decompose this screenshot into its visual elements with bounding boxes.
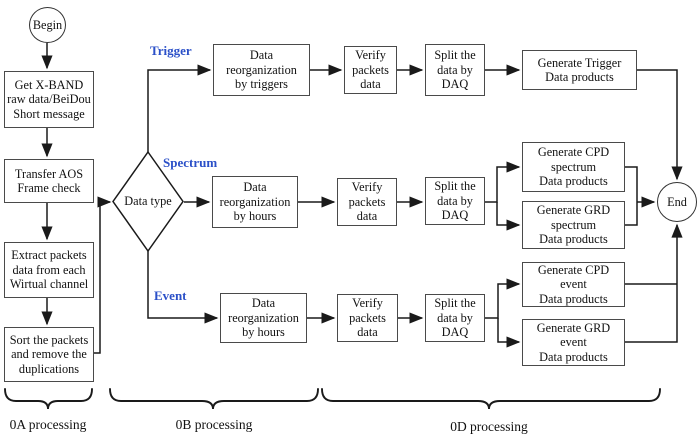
edge-spectrum-split-to-grd [496,202,521,231]
node-get-xband-label: Get X-BAND raw data/BeiDou Short message [7,77,91,121]
node-generate-grd-event: Generate GRD event Data products [522,319,625,366]
node-spectrum-split: Split the data by DAQ [425,177,485,225]
branch-label-trigger: Trigger [150,43,192,58]
node-generate-grd-event-label: Generate GRD event Data products [536,320,611,364]
node-event-reorg: Data reorganization by hours [220,293,307,343]
node-begin: Begin [29,7,66,43]
node-event-split-label: Split the data by DAQ [434,296,476,340]
edge-event-split-to-grd [497,318,521,348]
node-trigger-reorg-label: Data reorganization by triggers [226,48,297,92]
node-spectrum-verify: Verify packets data [337,178,397,226]
branch-label-spectrum: Spectrum [163,155,218,170]
node-event-verify-label: Verify packets data [349,296,386,340]
node-generate-cpd-spectrum: Generate CPD spectrum Data products [522,142,625,192]
edge-event-merge-to-end [625,223,683,343]
node-spectrum-reorg-label: Data reorganization by hours [219,180,291,224]
brace-0a [4,388,93,410]
brace-0b [109,388,319,410]
edge-trigger-generate-to-end [637,69,683,181]
edge-sort-to-datatype [94,196,112,354]
node-generate-cpd-spectrum-label: Generate CPD spectrum Data products [537,145,610,189]
node-begin-label: Begin [32,17,63,32]
node-trigger-verify-label: Verify packets data [352,48,389,92]
node-trigger-reorg: Data reorganization by triggers [213,44,310,96]
node-end-label: End [667,194,687,209]
node-generate-grd-spectrum: Generate GRD spectrum Data products [522,201,625,249]
node-data-type-label: Data type [124,194,172,208]
edge-spectrum-merge-lines [625,166,638,226]
node-spectrum-reorg: Data reorganization by hours [212,176,298,228]
node-event-split: Split the data by DAQ [425,294,485,342]
node-data-type: Data type [112,151,184,252]
node-sort-packets-label: Sort the packets and remove the duplicat… [9,332,89,376]
node-trigger-verify: Verify packets data [344,46,397,94]
stage-label-0a: 0A processing [9,417,87,432]
edge-datatype-to-trigger [147,64,212,152]
node-event-verify: Verify packets data [337,294,398,342]
diamond-shape-icon [112,151,184,252]
node-transfer-aos-label: Transfer AOS Frame check [14,166,84,196]
node-generate-cpd-event-label: Generate CPD event Data products [537,262,610,306]
edge-event-split-to-cpd [485,278,521,319]
node-extract-packets-label: Extract packets data from each Wirtual c… [9,248,89,292]
node-extract-packets: Extract packets data from each Wirtual c… [4,242,94,298]
node-transfer-aos: Transfer AOS Frame check [4,159,94,203]
node-sort-packets: Sort the packets and remove the duplicat… [4,327,94,382]
edge-spectrum-split-to-cpd [485,161,521,203]
node-generate-grd-spectrum-label: Generate GRD spectrum Data products [536,203,611,247]
node-trigger-generate-label: Generate Trigger Data products [537,55,622,85]
node-event-reorg-label: Data reorganization by hours [228,296,299,340]
node-end: End [657,182,697,222]
stage-label-0d: 0D processing [450,419,528,434]
node-trigger-split: Split the data by DAQ [425,44,485,96]
stage-label-0b: 0B processing [175,417,253,432]
branch-label-event: Event [154,288,187,303]
node-spectrum-verify-label: Verify packets data [348,180,386,224]
node-generate-cpd-event: Generate CPD event Data products [522,262,625,307]
node-spectrum-split-label: Split the data by DAQ [434,179,476,223]
brace-0d [321,388,661,410]
edge-datatype-to-event [147,251,219,324]
node-get-xband: Get X-BAND raw data/BeiDou Short message [4,71,94,128]
node-trigger-generate: Generate Trigger Data products [522,50,637,90]
node-trigger-split-label: Split the data by DAQ [434,48,476,92]
